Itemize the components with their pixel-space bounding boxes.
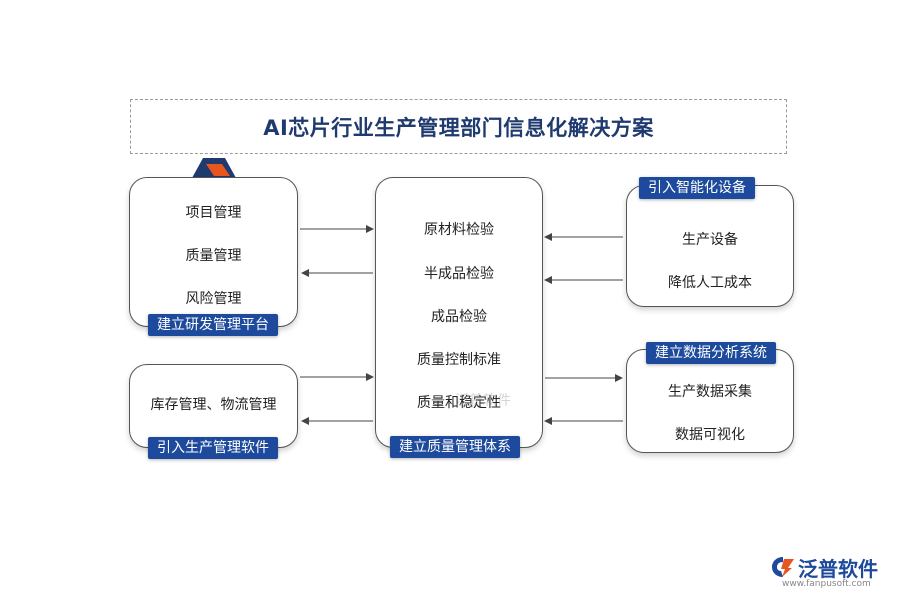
production-software-label: 引入生产管理软件 bbox=[148, 437, 278, 459]
smart-equipment-card: 生产设备 降低人工成本 bbox=[626, 185, 794, 307]
card-item: 半成品检验 bbox=[424, 266, 494, 282]
card-item: 生产设备 bbox=[682, 232, 738, 248]
page-title: AI芯片行业生产管理部门信息化解决方案 bbox=[263, 115, 654, 140]
title-box: AI芯片行业生产管理部门信息化解决方案 bbox=[130, 99, 787, 154]
card-item: 项目管理 bbox=[185, 205, 242, 221]
quality-system-card: 原材料检验 半成品检验 成品检验 质量控制标准 质量和稳定性 bbox=[375, 177, 543, 448]
card-item: 质量控制标准 bbox=[417, 352, 501, 368]
production-software-card: 库存管理、物流管理 bbox=[129, 364, 298, 448]
smart-equipment-label: 引入智能化设备 bbox=[639, 177, 755, 199]
card-item: 降低人工成本 bbox=[668, 275, 752, 291]
card-item: 风险管理 bbox=[185, 291, 242, 307]
brand-name: 泛普软件 bbox=[798, 557, 878, 581]
watermark: 泛普软件 bbox=[455, 393, 511, 409]
card-item: 数据可视化 bbox=[675, 427, 745, 443]
rd-platform-label: 建立研发管理平台 bbox=[148, 314, 278, 336]
card-item: 原材料检验 bbox=[424, 222, 494, 238]
card-item: 库存管理、物流管理 bbox=[150, 397, 277, 413]
data-analysis-card: 生产数据采集 数据可视化 bbox=[626, 349, 794, 453]
data-analysis-label: 建立数据分析系统 bbox=[646, 342, 776, 364]
card-item: 质量管理 bbox=[185, 248, 242, 264]
brand-logo-icon bbox=[772, 557, 794, 577]
card-item: 成品检验 bbox=[431, 309, 487, 325]
brand-url: www.fanpusoft.com bbox=[782, 579, 871, 589]
card-item: 生产数据采集 bbox=[668, 384, 752, 400]
quality-system-label: 建立质量管理体系 bbox=[390, 436, 520, 458]
card-item: 质量和稳定性 bbox=[417, 395, 501, 411]
